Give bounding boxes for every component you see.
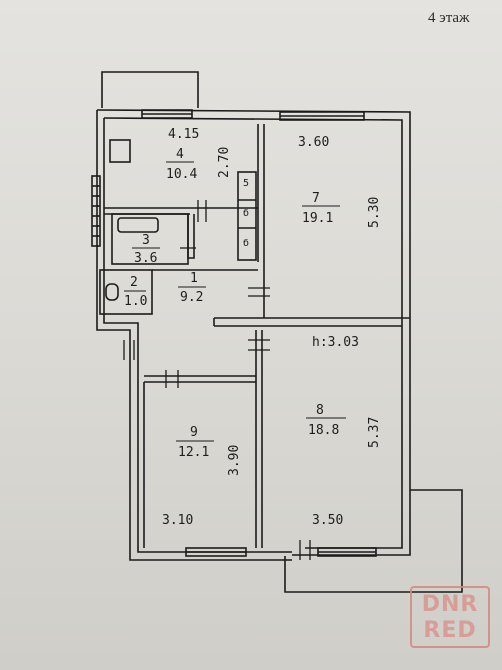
radiator — [91, 175, 101, 247]
closet-6a-label: б — [243, 207, 249, 219]
room2-number: 2 — [130, 275, 138, 290]
balcony-outline — [101, 71, 199, 108]
room8-area: 18.8 — [308, 423, 339, 438]
room7-number: 7 — [312, 191, 320, 206]
watermark-logo: DNR RED — [410, 586, 490, 648]
room1-number: 1 — [190, 271, 198, 286]
watermark-line1: DNR — [421, 592, 479, 617]
floor-label: 4 этаж — [428, 10, 470, 26]
outer-wall-left — [96, 110, 292, 561]
room9-bottom-dim: 3.10 — [162, 513, 193, 528]
room1-area: 9.2 — [180, 290, 203, 305]
inner-wall-right — [103, 117, 403, 549]
outer-wall-right — [96, 109, 411, 556]
room4-side-dim: 2.70 — [217, 147, 232, 178]
lower-balcony-outline — [284, 489, 463, 593]
room3-area: 3.6 — [134, 251, 157, 266]
room9-number: 9 — [190, 425, 198, 440]
room8-number: 8 — [316, 403, 324, 418]
closet-6b-label: б — [243, 237, 249, 249]
stove — [109, 139, 131, 163]
room7-top-dim: 3.60 — [298, 135, 329, 150]
toilet — [105, 283, 119, 301]
watermark-line2: RED — [423, 618, 477, 643]
room7-area: 19.1 — [302, 211, 333, 226]
room8-bottom-dim: 3.50 — [312, 513, 343, 528]
room9-area: 12.1 — [178, 445, 209, 460]
wc-outline — [99, 269, 153, 315]
closet-5-label: 5 — [243, 178, 249, 189]
room2-area: 1.0 — [124, 294, 147, 309]
room8-side-dim: 5.37 — [367, 417, 382, 448]
closet-block — [237, 171, 257, 261]
room3-number: 3 — [142, 233, 150, 248]
room9-side-dim: 3.90 — [227, 445, 242, 476]
room8-height-note: h:3.03 — [312, 335, 359, 350]
room4-area: 10.4 — [166, 167, 197, 182]
room4-top-dim: 4.15 — [168, 127, 199, 142]
room7-side-dim: 5.30 — [367, 197, 382, 228]
room4-number: 4 — [176, 147, 184, 162]
bathtub — [117, 217, 159, 233]
